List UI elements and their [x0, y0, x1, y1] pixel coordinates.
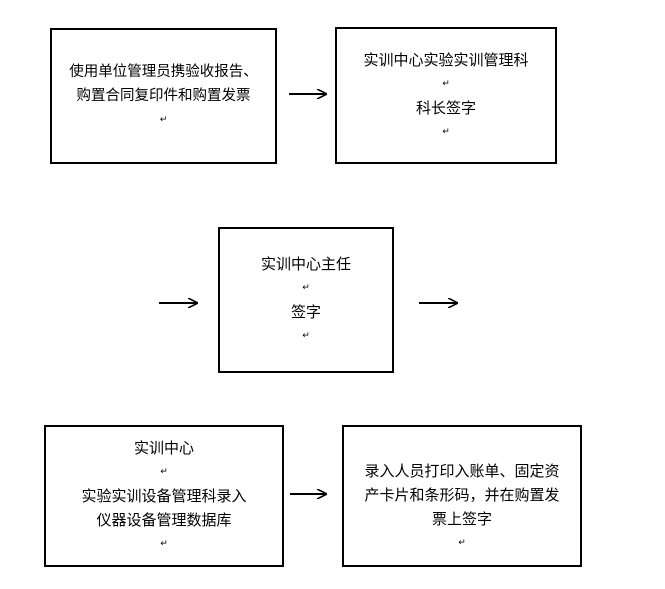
paragraph-mark-icon: ↵: [458, 538, 466, 548]
step-2-box: 实训中心实验实训管理科 ↵ 科长签字 ↵: [335, 27, 557, 164]
step-3-line-1: 实训中心主任 ↵: [261, 252, 351, 300]
paragraph-mark-icon: ↵: [160, 467, 168, 477]
step-5-line-2: 产卡片和条形码，并在购置发: [364, 486, 560, 504]
step-3-line-1-text: 实训中心主任: [260, 255, 351, 273]
step-2-line-1: 实训中心实验实训管理科 ↵: [363, 48, 528, 96]
step-2-line-2-text: 科长签字: [415, 98, 476, 117]
step-4-line-2: 实验实训设备管理科录入: [81, 487, 247, 505]
paragraph-mark-icon: ↵: [160, 539, 168, 549]
step-5-box: 录入人员打印入账单、固定资 产卡片和条形码，并在购置发 票上签字 ↵: [342, 425, 582, 567]
step-1-line-2-text: 购置合同复印件和购置发票: [76, 88, 251, 104]
step-5-line-1: 录入人员打印入账单、固定资: [364, 462, 560, 480]
step-3-line-2-text: 签字: [290, 303, 321, 321]
step-2-line-2: 科长签字 ↵: [416, 96, 476, 144]
step-3-line-2: 签字 ↵: [291, 300, 321, 348]
step-3-box: 实训中心主任 ↵ 签字 ↵: [218, 227, 394, 373]
paragraph-mark-icon: ↵: [442, 126, 450, 137]
step-4-line-1: 实训中心 ↵: [134, 436, 194, 484]
paragraph-mark-icon: ↵: [442, 78, 450, 89]
step-4-line-1-text: 实训中心: [133, 439, 194, 457]
step-4-box: 实训中心 ↵ 实验实训设备管理科录入 仪器设备管理数据库 ↵: [44, 425, 284, 567]
paragraph-mark-icon: ↵: [159, 115, 168, 125]
step-1-line-2: 购置合同复印件和购置发票 ↵: [77, 84, 251, 132]
paragraph-mark-icon: ↵: [302, 283, 310, 293]
step-5-line-3: 票上签字 ↵: [432, 507, 492, 555]
step-4-line-3-text: 仪器设备管理数据库: [96, 511, 232, 529]
step-5-line-3-text: 票上签字: [431, 510, 492, 528]
paragraph-mark-icon: ↵: [302, 331, 310, 341]
step-2-line-1-text: 实训中心实验实训管理科: [363, 50, 529, 69]
step-1-box: 使用单位管理员携验收报告、 购置合同复印件和购置发票 ↵: [50, 28, 277, 164]
step-4-line-3: 仪器设备管理数据库 ↵: [96, 508, 231, 556]
step-1-line-1: 使用单位管理员携验收报告、: [69, 64, 258, 80]
